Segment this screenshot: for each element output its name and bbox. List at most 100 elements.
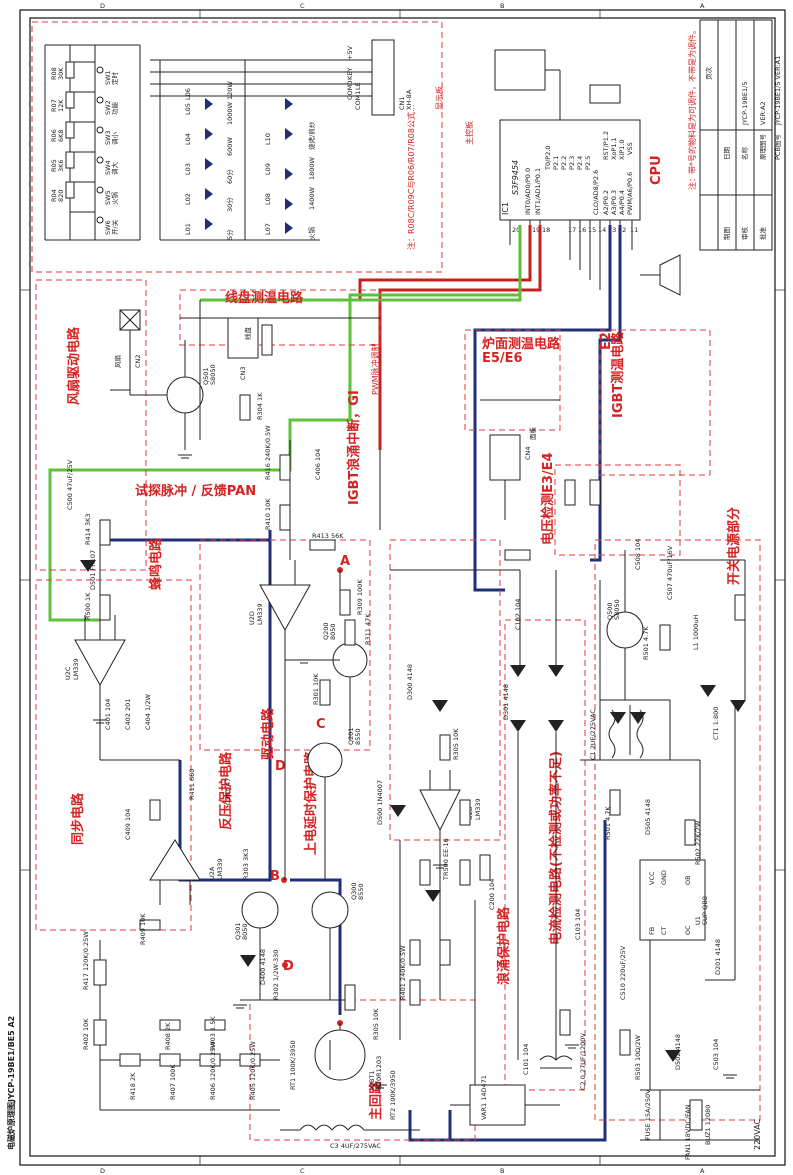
svg-text:P2.2: P2.2 <box>560 156 568 170</box>
led-l04: L04 <box>184 133 192 145</box>
svg-text:A3/P0.3: A3/P0.3 <box>610 190 618 215</box>
label-buzzer-circuit: 蜂鸣电路 <box>148 537 164 590</box>
cn4-pin: 面板 <box>528 427 537 441</box>
label-surface-temp: 炉面测温电路 <box>482 336 561 352</box>
sw2-text: 功能 <box>110 102 119 116</box>
c506-label: C507 470uF/16V <box>666 545 674 600</box>
cpu-ref: IC1 <box>501 202 510 215</box>
ruler-top-b: B <box>500 2 504 10</box>
r501-label: R502 22K/2W <box>694 820 702 865</box>
sw6-label: SW6 <box>104 220 112 235</box>
psu-controller <box>639 859 706 941</box>
label-switch-psu: 开关电源部分 <box>726 507 742 585</box>
svg-text:VSS: VSS <box>626 142 634 155</box>
r405-label: R406 120K/0.25W <box>209 1041 217 1100</box>
u1-pin-gnd: GND <box>660 870 668 885</box>
q501-part: S8050 <box>209 364 217 385</box>
c509-label: C510 220uF/25V <box>619 945 627 1000</box>
u1-pin-vcc: VCC <box>648 871 656 885</box>
svg-text:P2.1: P2.1 <box>552 156 560 170</box>
sw6-text: 开/关 <box>110 219 119 235</box>
c300-label: C301 47 <box>224 778 232 805</box>
q300-label: Q300 <box>350 882 358 900</box>
r407-label: R408 2K <box>164 1022 172 1050</box>
r409-label: R409 10K <box>139 913 147 945</box>
cn3-label: CN3 <box>239 366 247 380</box>
title-page-label: 页次 <box>704 67 713 81</box>
comparator-u2a <box>149 839 201 905</box>
led-l10: L10 <box>264 133 272 145</box>
svg-text:RST/P1.2: RST/P1.2 <box>602 131 610 160</box>
svg-text:15: 15 <box>588 226 596 234</box>
u1-ref: U1 <box>694 916 702 925</box>
sheet-border <box>19 9 786 1166</box>
cpu-ic <box>499 119 641 221</box>
label-sync: 同步电路 <box>70 792 86 845</box>
c102-label: C103 104 <box>574 909 582 940</box>
r04-label: R04 <box>50 189 58 202</box>
comparator-u2b <box>419 770 461 860</box>
c2-label: RT1 100K/3950 <box>289 1040 297 1090</box>
label-voltage-detect: 电压检测E3/E4 <box>540 452 556 545</box>
marker-d-lower: D <box>283 959 294 974</box>
sw1-text: 定时 <box>110 72 119 86</box>
var1-label: BUZ1 12080 <box>704 1105 712 1145</box>
sw5-label: SW5 <box>104 190 112 205</box>
r303-label: R303 3K3 <box>242 848 250 880</box>
fan-drive-region <box>35 279 147 571</box>
u1-pin-fb: FB <box>648 927 656 935</box>
led-l07: L07 <box>264 223 272 235</box>
svg-text:17: 17 <box>568 226 576 234</box>
svg-text:14: 14 <box>598 226 606 234</box>
svg-text:16: 16 <box>578 226 586 234</box>
bridge-rectifier <box>450 1084 560 1126</box>
r310-label: R401 240K/0.5W <box>399 945 407 1000</box>
u1-pin-ct: CT <box>660 926 668 935</box>
title-name-key: 名称 <box>740 147 749 161</box>
c404-label: C406 104 <box>314 449 322 480</box>
display-led-matrix <box>150 59 390 241</box>
led-l03: L03 <box>184 163 192 175</box>
cn-display-header <box>494 49 546 91</box>
title-pcb-key: PCB图号 <box>774 134 782 160</box>
r301-label: R301 10K <box>312 673 320 705</box>
r408-label: R403 1.5K <box>209 1016 217 1050</box>
led-l09: L09 <box>264 163 272 175</box>
sw4-text: 调大 <box>110 162 119 176</box>
marker-a: A <box>340 554 350 569</box>
surface-temp-region <box>464 329 561 431</box>
fuse-label: FAN1 18VDC/FAN <box>684 1104 692 1160</box>
q500-part: S8050 <box>613 599 621 620</box>
svg-text:11: 11 <box>630 226 638 234</box>
svg-text:12: 12 <box>618 226 626 234</box>
cn2-pin: 风扇 <box>113 355 122 368</box>
mains-input <box>640 1089 760 1141</box>
svg-text:19: 19 <box>532 226 540 234</box>
title-block <box>699 19 773 251</box>
label-power-on-protect: 上电延时保护电路 <box>303 750 319 855</box>
marker-c: C <box>316 717 326 732</box>
led-label-30min: 30分 <box>225 197 234 212</box>
diodes <box>80 560 746 1062</box>
net-blue-5 <box>408 820 607 1142</box>
voltage-detect-region <box>554 464 681 556</box>
title-name-value: JYCP-19BE1/5 <box>741 82 749 127</box>
display-board-region <box>31 21 443 273</box>
svg-text:A2/P0.2: A2/P0.2 <box>602 190 610 215</box>
label-fan-drive: 风扇驱动电路 <box>66 326 82 405</box>
r305-label: R305 10K <box>452 728 460 760</box>
c510-label: D201 4148 <box>714 939 722 975</box>
title-signoff-approve: 批准 <box>758 227 767 241</box>
cn1-ref: CN1 <box>398 96 406 110</box>
r410-label: R410 10K <box>264 498 272 530</box>
cpu-section-label: CPU <box>649 155 664 185</box>
display-note: 注：R08C/R09C与R06/R07/R08公式... <box>406 104 416 250</box>
q501-label: Q501 <box>202 367 210 385</box>
net-blue-sync <box>100 530 272 542</box>
label-main-loop: 主回路 <box>368 1080 384 1120</box>
r05-value: 3K6 <box>57 159 65 172</box>
title-pcb-value: JYCP-19BE1/5 VER:A1 <box>774 56 782 126</box>
display-board-label: 显示板 <box>434 86 444 110</box>
main-coil <box>280 1124 420 1131</box>
svg-text:INT1/AD1/P0.1: INT1/AD1/P0.1 <box>534 168 542 215</box>
